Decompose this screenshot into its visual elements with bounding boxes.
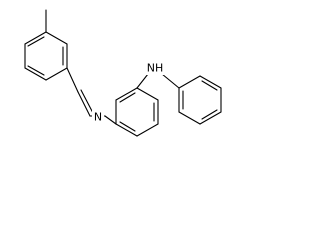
bond xyxy=(199,75,222,89)
imine-nitrogen-label: N xyxy=(94,111,102,124)
bond xyxy=(45,67,68,81)
bond xyxy=(115,87,138,101)
double-bond-inner xyxy=(201,80,218,91)
bond xyxy=(178,111,201,125)
bond xyxy=(136,87,159,101)
bond xyxy=(77,91,91,117)
bond xyxy=(24,31,47,45)
phenyl-ring xyxy=(178,75,222,125)
bond xyxy=(115,123,138,137)
double-bond-inner xyxy=(201,109,218,120)
double-bond-inner xyxy=(80,89,94,114)
double-bond-inner xyxy=(27,65,45,76)
bond xyxy=(136,73,149,89)
bond xyxy=(178,75,201,89)
bond xyxy=(24,67,47,81)
bond xyxy=(136,123,159,137)
bond xyxy=(161,73,180,89)
double-bond-inner xyxy=(119,92,136,103)
bond xyxy=(66,67,79,93)
double-bond-inner xyxy=(119,121,136,132)
chemical-structure: N NH xyxy=(24,9,222,137)
imine-linkage xyxy=(66,67,117,125)
bond xyxy=(104,115,117,125)
bond xyxy=(199,111,222,125)
tolyl-ring xyxy=(24,31,68,81)
molecule-canvas: N NH xyxy=(0,0,246,144)
imine-n-label-group: N xyxy=(92,110,104,124)
bond xyxy=(45,31,68,45)
amine-nh-label: NH xyxy=(147,62,164,75)
double-bond-inner xyxy=(27,36,45,47)
amine-nh-label-group: NH xyxy=(146,62,164,75)
phenylene-ring xyxy=(115,87,159,137)
